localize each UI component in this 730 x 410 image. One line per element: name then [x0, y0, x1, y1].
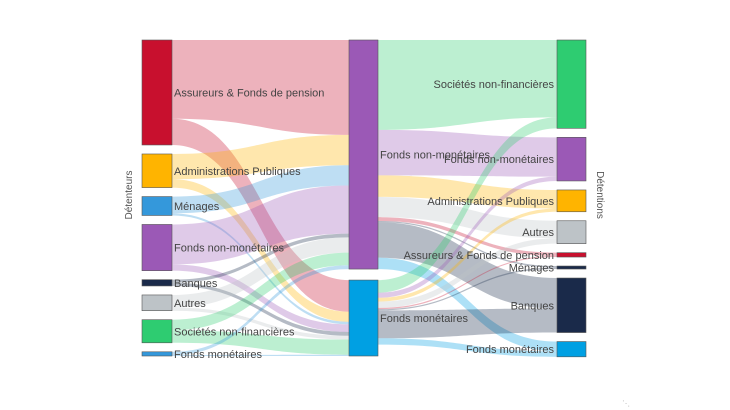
link-h_fm-to-m_fnm[interactable] — [172, 265, 349, 355]
node-d_fnm[interactable] — [556, 137, 587, 182]
link-h_admin-to-m_fnm[interactable] — [172, 134, 349, 180]
nodes-layer — [141, 39, 587, 358]
link-h_menag-to-m_fm[interactable] — [172, 213, 349, 325]
node-label-m_fm: Fonds monétaires — [380, 313, 469, 325]
link-h_fnm-to-m_fm[interactable] — [172, 264, 349, 332]
link-h_banq-to-m_fm[interactable] — [172, 282, 349, 336]
node-h_assur[interactable] — [141, 39, 173, 146]
link-m_fm-to-d_menag[interactable] — [378, 267, 557, 311]
node-label-h_admin: Administrations Publiques — [174, 166, 301, 178]
link-h_admin-to-m_fm[interactable] — [172, 179, 349, 322]
link-m_fnm-to-d_menag[interactable] — [378, 220, 557, 268]
link-m_fm-to-d_snf[interactable] — [378, 117, 557, 293]
link-m_fnm-to-d_autr[interactable] — [378, 196, 557, 239]
link-m_fnm-to-d_admin[interactable] — [378, 175, 557, 209]
node-d_menag[interactable] — [556, 265, 587, 270]
link-h_fm-to-m_fm[interactable] — [172, 354, 349, 356]
right-axis-title: Détentions — [594, 171, 605, 219]
node-label-d_assur: Assureurs & Fonds de pension — [404, 250, 554, 262]
link-h_assur-to-m_fnm[interactable] — [172, 40, 349, 135]
node-h_banq[interactable] — [141, 279, 173, 287]
link-h_snf-to-m_fm[interactable] — [172, 330, 349, 355]
node-h_fnm[interactable] — [141, 224, 173, 271]
node-d_assur[interactable] — [556, 252, 587, 258]
node-h_menag[interactable] — [141, 196, 173, 216]
link-h_snf-to-m_fnm[interactable] — [172, 252, 349, 331]
node-label-d_autr: Autres — [522, 227, 554, 239]
link-h_banq-to-m_fnm[interactable] — [172, 233, 349, 283]
links-layer — [172, 40, 557, 357]
link-m_fm-to-d_autr[interactable] — [378, 238, 557, 308]
node-m_fm[interactable] — [348, 279, 379, 357]
node-h_admin[interactable] — [141, 153, 173, 188]
node-d_banq[interactable] — [556, 277, 587, 333]
link-m_fnm-to-d_fnm[interactable] — [378, 129, 557, 177]
link-m_fm-to-d_admin[interactable] — [378, 208, 557, 302]
link-h_menag-to-m_fnm[interactable] — [172, 165, 349, 214]
node-label-h_assur: Assureurs & Fonds de pension — [174, 87, 324, 99]
link-m_fnm-to-d_banq[interactable] — [378, 222, 557, 309]
link-m_fm-to-d_banq[interactable] — [378, 308, 557, 339]
node-label-d_fnm: Fonds non-monétaires — [444, 154, 555, 166]
node-label-d_banq: Banques — [511, 300, 555, 312]
node-label-d_menag: Ménages — [509, 263, 555, 275]
link-h_autr-to-m_fm[interactable] — [172, 307, 349, 340]
node-label-h_autr: Autres — [174, 298, 206, 310]
node-label-h_banq: Banques — [174, 278, 218, 290]
link-m_fm-to-d_assur[interactable] — [378, 255, 557, 310]
link-m_fm-to-d_fnm[interactable] — [378, 176, 557, 298]
node-m_fnm[interactable] — [348, 39, 379, 270]
node-label-m_fnm: Fonds non-monétaires — [380, 150, 491, 162]
node-label-h_menag: Ménages — [174, 201, 220, 213]
link-m_fm-to-d_fm[interactable] — [378, 338, 557, 357]
node-d_admin[interactable] — [556, 189, 587, 213]
node-label-h_fnm: Fonds non-monétaires — [174, 243, 285, 255]
link-h_fnm-to-m_fnm[interactable] — [172, 185, 349, 265]
labels-layer: Assureurs & Fonds de pensionAdministrati… — [174, 79, 554, 361]
node-label-d_admin: Administrations Publiques — [427, 196, 554, 208]
link-m_fnm-to-d_assur[interactable] — [378, 217, 557, 256]
link-h_autr-to-m_fnm[interactable] — [172, 237, 349, 308]
left-axis-title: Détenteurs — [124, 171, 135, 220]
node-h_autr[interactable] — [141, 294, 173, 312]
node-d_autr[interactable] — [556, 220, 587, 244]
resize-grip-icon: ⋱ — [622, 399, 630, 408]
node-label-h_fm: Fonds monétaires — [174, 349, 263, 361]
node-d_snf[interactable] — [556, 39, 587, 129]
node-label-d_snf: Sociétés non-financières — [434, 79, 555, 91]
link-m_fnm-to-d_fm[interactable] — [378, 257, 557, 352]
node-h_snf[interactable] — [141, 319, 173, 344]
node-h_fm[interactable] — [141, 351, 173, 357]
node-label-d_fm: Fonds monétaires — [466, 344, 555, 356]
node-label-h_snf: Sociétés non-financières — [174, 326, 295, 338]
link-m_fnm-to-d_snf[interactable] — [378, 40, 557, 130]
node-d_fm[interactable] — [556, 341, 587, 358]
link-h_assur-to-m_fm[interactable] — [172, 118, 349, 312]
